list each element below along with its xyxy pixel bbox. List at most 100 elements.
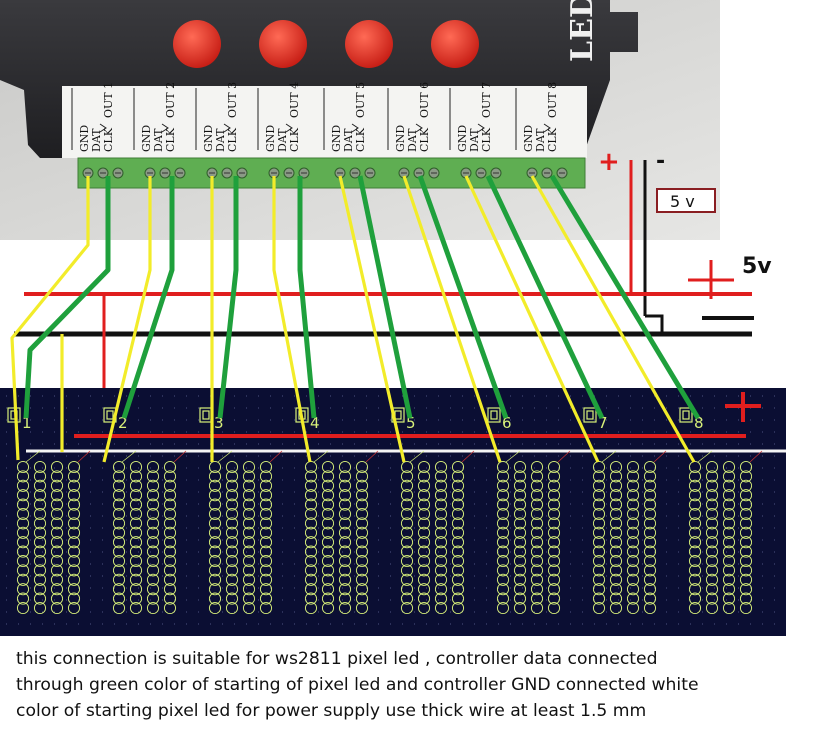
input-voltage-box [656,188,716,213]
led-pixel [163,498,177,511]
led-pixel [400,592,414,605]
strip-number-label: 2 [118,414,128,432]
led-pixel [722,517,736,530]
led-pixel [592,526,606,539]
gnd-wire-2 [102,176,152,463]
led-pixel [417,545,431,558]
led-pixel [643,470,657,483]
gnd-wire-7 [464,175,600,463]
gnd-label: GND [394,125,407,152]
led-pixel [208,545,222,558]
led-pixel [451,554,465,568]
pixel-power-tap [173,450,187,463]
led-pixel [609,545,623,558]
dat-label: DAT [152,128,165,152]
led-pixel [338,507,352,521]
led-pixel [417,564,431,577]
dat-arrow [351,123,359,133]
led-pixel [129,554,143,568]
signal-wires [10,174,701,463]
dat-label: DAT [214,128,227,152]
led-pixel [67,573,81,586]
led-pixel [513,554,527,568]
led-pixel [496,460,510,474]
led-pixel [16,592,30,605]
led-pixel [304,479,318,492]
led-pixel [592,545,606,558]
led-pixel [208,573,222,586]
led-pixel [417,489,431,502]
pixel-power-tap [77,450,91,463]
led-pixel [592,498,606,511]
led-pixel [304,592,318,605]
led-pixel [67,554,81,568]
led-pixel [688,498,702,511]
led-pixel [338,526,352,539]
led-pixel [242,460,256,474]
led-pixel [643,498,657,511]
led-pixel [547,460,561,474]
led-pixel [609,554,623,568]
led-pixel [496,583,510,596]
led-pixel [16,460,30,474]
gnd-label: GND [330,125,343,152]
led-pixel [530,536,544,549]
led-pixel [304,583,318,596]
led-pixel [112,507,126,521]
led-pixel [225,460,239,474]
led-pixel [50,479,64,492]
led-pixel [259,479,273,492]
led-pixel [451,573,465,586]
dat-arrow [543,123,551,133]
gnd-label: GND [202,125,215,152]
caption-line-1: this connection is suitable for ws2811 p… [16,649,658,669]
pixel-power-tap [749,450,763,463]
led-pixel [146,470,160,483]
pixel-power-tap [269,450,283,463]
led-pixel [643,564,657,577]
led-pixel [50,507,64,521]
led-pixel [67,479,81,492]
led-pixel [496,526,510,539]
led-pixel [321,592,335,605]
led-pixel [547,526,561,539]
clk-label: CLK [102,127,115,152]
clk-label: CLK [546,127,559,152]
led-pixel [496,545,510,558]
board-plus-symbol [725,392,761,422]
led-pixel [242,554,256,568]
led-pixel [609,536,623,549]
led-pixel [321,460,335,474]
led-pixel [705,470,719,483]
led-pixel [163,601,177,615]
led-pixel [321,498,335,511]
led-pixel [259,470,273,483]
strip-number-label: 8 [694,414,704,432]
led-pixel [688,489,702,502]
led-pixel [16,573,30,586]
dat-arrow [161,123,169,133]
pixel-power-tap [461,450,475,463]
pixel-tap-line [25,450,41,463]
led-pixel [163,460,177,474]
out-label: OUT 2 [164,82,177,118]
led-pixel [129,536,143,549]
led-pixel [592,601,606,615]
gnd-wire-6 [402,175,502,463]
led-pixel [129,470,143,483]
data-wire-3 [217,176,239,419]
out-label: OUT 3 [226,82,239,118]
led-pixel [513,489,527,502]
led-pixel [496,601,510,615]
led-pixel [225,554,239,568]
led-pixel [304,470,318,483]
led-pixel [496,470,510,483]
led-pixel [33,545,47,558]
strip-connector-inner [586,410,594,420]
led-pixel [129,517,143,530]
led-pixel [259,573,273,586]
led-pixel [112,517,126,530]
led-pixel [626,517,640,530]
led-pixel [434,517,448,530]
